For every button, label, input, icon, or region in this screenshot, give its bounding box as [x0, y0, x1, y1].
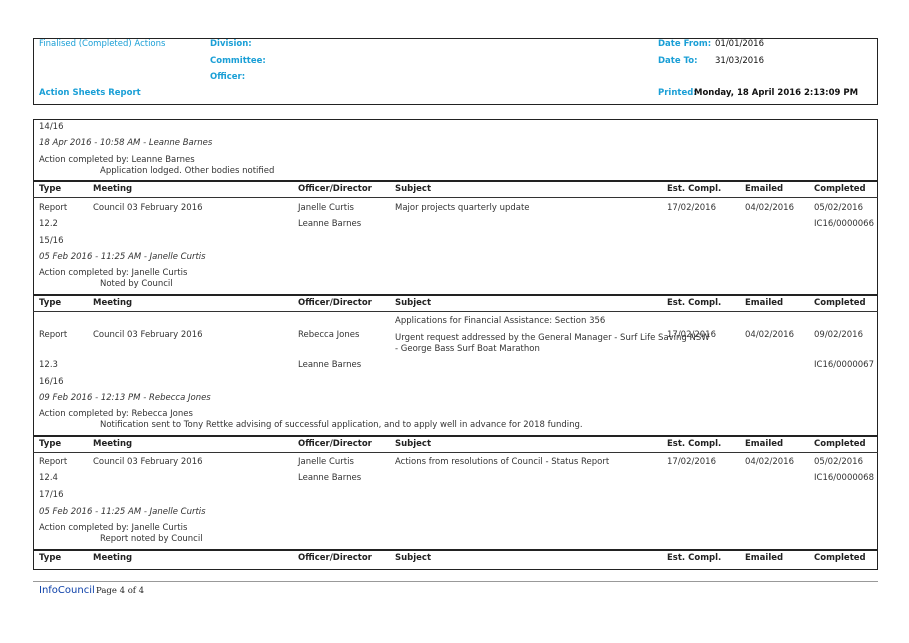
item-completed: 05/02/2016	[814, 203, 863, 213]
division-label: Division:	[210, 39, 252, 49]
footer-brand: InfoCouncil	[39, 585, 95, 596]
item-number: 12.2	[39, 219, 58, 229]
col-type: Type	[39, 439, 62, 449]
footer-page: Page 4 of 4	[96, 586, 145, 596]
item-subject-line: Urgent request addressed by the General …	[395, 333, 710, 343]
item-officer-2: Leanne Barnes	[298, 360, 362, 370]
item-subject: Actions from resolutions of Council - St…	[395, 457, 610, 467]
item-est-compl: 17/02/2016	[667, 457, 716, 467]
action-id: 17/16	[39, 490, 64, 500]
item-officer: Rebecca Jones	[298, 330, 360, 340]
action-log: 09 Feb 2016 - 12:13 PM - Rebecca Jones	[39, 393, 211, 403]
col-type: Type	[39, 184, 62, 194]
item-officer: Janelle Curtis	[298, 203, 354, 213]
footer-divider	[33, 581, 878, 582]
item-officer: Janelle Curtis	[298, 457, 354, 467]
item-number: 12.3	[39, 360, 58, 370]
action-note: Notification sent to Tony Rettke advisin…	[100, 420, 583, 430]
col-completed: Completed	[814, 439, 866, 449]
item-ref: IC16/0000066	[814, 219, 874, 229]
item-completed: 05/02/2016	[814, 457, 863, 467]
action-id: 15/16	[39, 236, 64, 246]
date-to-label: Date To:	[658, 56, 698, 66]
col-emailed: Emailed	[745, 184, 784, 194]
col-emailed: Emailed	[745, 298, 784, 308]
col-subject: Subject	[395, 439, 432, 449]
col-meeting: Meeting	[93, 439, 133, 449]
col-officer: Officer/Director	[298, 553, 372, 563]
col-officer: Officer/Director	[298, 184, 372, 194]
divider	[33, 452, 878, 453]
col-meeting: Meeting	[93, 184, 133, 194]
item-emailed: 04/02/2016	[745, 330, 794, 340]
action-completed-by: Action completed by: Leanne Barnes	[39, 155, 195, 165]
col-emailed: Emailed	[745, 439, 784, 449]
action-note: Report noted by Council	[100, 534, 203, 544]
col-officer: Officer/Director	[298, 439, 372, 449]
divider	[33, 180, 878, 182]
item-completed: 09/02/2016	[814, 330, 863, 340]
item-number: 12.4	[39, 473, 58, 483]
item-officer-2: Leanne Barnes	[298, 219, 362, 229]
item-subject: Major projects quarterly update	[395, 203, 530, 213]
action-completed-by: Action completed by: Rebecca Jones	[39, 409, 193, 419]
item-meeting: Council 03 February 2016	[93, 457, 203, 467]
action-note: Noted by Council	[100, 279, 173, 289]
item-type: Report	[39, 203, 68, 213]
item-type: Report	[39, 330, 68, 340]
committee-label: Committee:	[210, 56, 266, 66]
item-ref: IC16/0000068	[814, 473, 874, 483]
action-completed-by: Action completed by: Janelle Curtis	[39, 268, 188, 278]
col-completed: Completed	[814, 298, 866, 308]
item-ref: IC16/0000067	[814, 360, 874, 370]
report-body-box	[33, 119, 878, 570]
item-meeting: Council 03 February 2016	[93, 203, 203, 213]
action-id: 14/16	[39, 122, 64, 132]
col-est-compl: Est. Compl.	[667, 184, 722, 194]
action-log: 05 Feb 2016 - 11:25 AM - Janelle Curtis	[39, 252, 206, 262]
item-subject-line: - George Bass Surf Boat Marathon	[395, 344, 540, 354]
divider	[33, 311, 878, 312]
col-est-compl: Est. Compl.	[667, 553, 722, 563]
item-meeting: Council 03 February 2016	[93, 330, 203, 340]
officer-label: Officer:	[210, 72, 246, 82]
col-type: Type	[39, 298, 62, 308]
action-completed-by: Action completed by: Janelle Curtis	[39, 523, 188, 533]
divider	[33, 197, 878, 198]
item-est-compl: 17/02/2016	[667, 330, 716, 340]
item-est-compl: 17/02/2016	[667, 203, 716, 213]
printed-label: Printed:	[658, 88, 697, 98]
col-subject: Subject	[395, 298, 432, 308]
col-est-compl: Est. Compl.	[667, 298, 722, 308]
action-log: 05 Feb 2016 - 11:25 AM - Janelle Curtis	[39, 507, 206, 517]
col-subject: Subject	[395, 184, 432, 194]
action-note: Application lodged. Other bodies notifie…	[100, 166, 275, 176]
col-officer: Officer/Director	[298, 298, 372, 308]
col-emailed: Emailed	[745, 553, 784, 563]
col-subject: Subject	[395, 553, 432, 563]
action-id: 16/16	[39, 377, 64, 387]
item-officer-2: Leanne Barnes	[298, 473, 362, 483]
col-meeting: Meeting	[93, 298, 133, 308]
col-meeting: Meeting	[93, 553, 133, 563]
date-from-label: Date From:	[658, 39, 712, 49]
item-subject-line: Applications for Financial Assistance: S…	[395, 316, 606, 326]
action-log: 18 Apr 2016 - 10:58 AM - Leanne Barnes	[39, 138, 213, 148]
col-type: Type	[39, 553, 62, 563]
divider	[33, 435, 878, 437]
item-emailed: 04/02/2016	[745, 457, 794, 467]
col-completed: Completed	[814, 184, 866, 194]
date-from-value: 01/01/2016	[715, 39, 764, 49]
report-title: Action Sheets Report	[39, 88, 141, 98]
divider	[33, 549, 878, 551]
divider	[33, 294, 878, 296]
item-emailed: 04/02/2016	[745, 203, 794, 213]
col-completed: Completed	[814, 553, 866, 563]
report-name: Finalised (Completed) Actions	[39, 39, 166, 49]
report-header-box	[33, 38, 878, 105]
col-est-compl: Est. Compl.	[667, 439, 722, 449]
date-to-value: 31/03/2016	[715, 56, 764, 66]
printed-value: Monday, 18 April 2016 2:13:09 PM	[694, 88, 859, 98]
item-type: Report	[39, 457, 68, 467]
